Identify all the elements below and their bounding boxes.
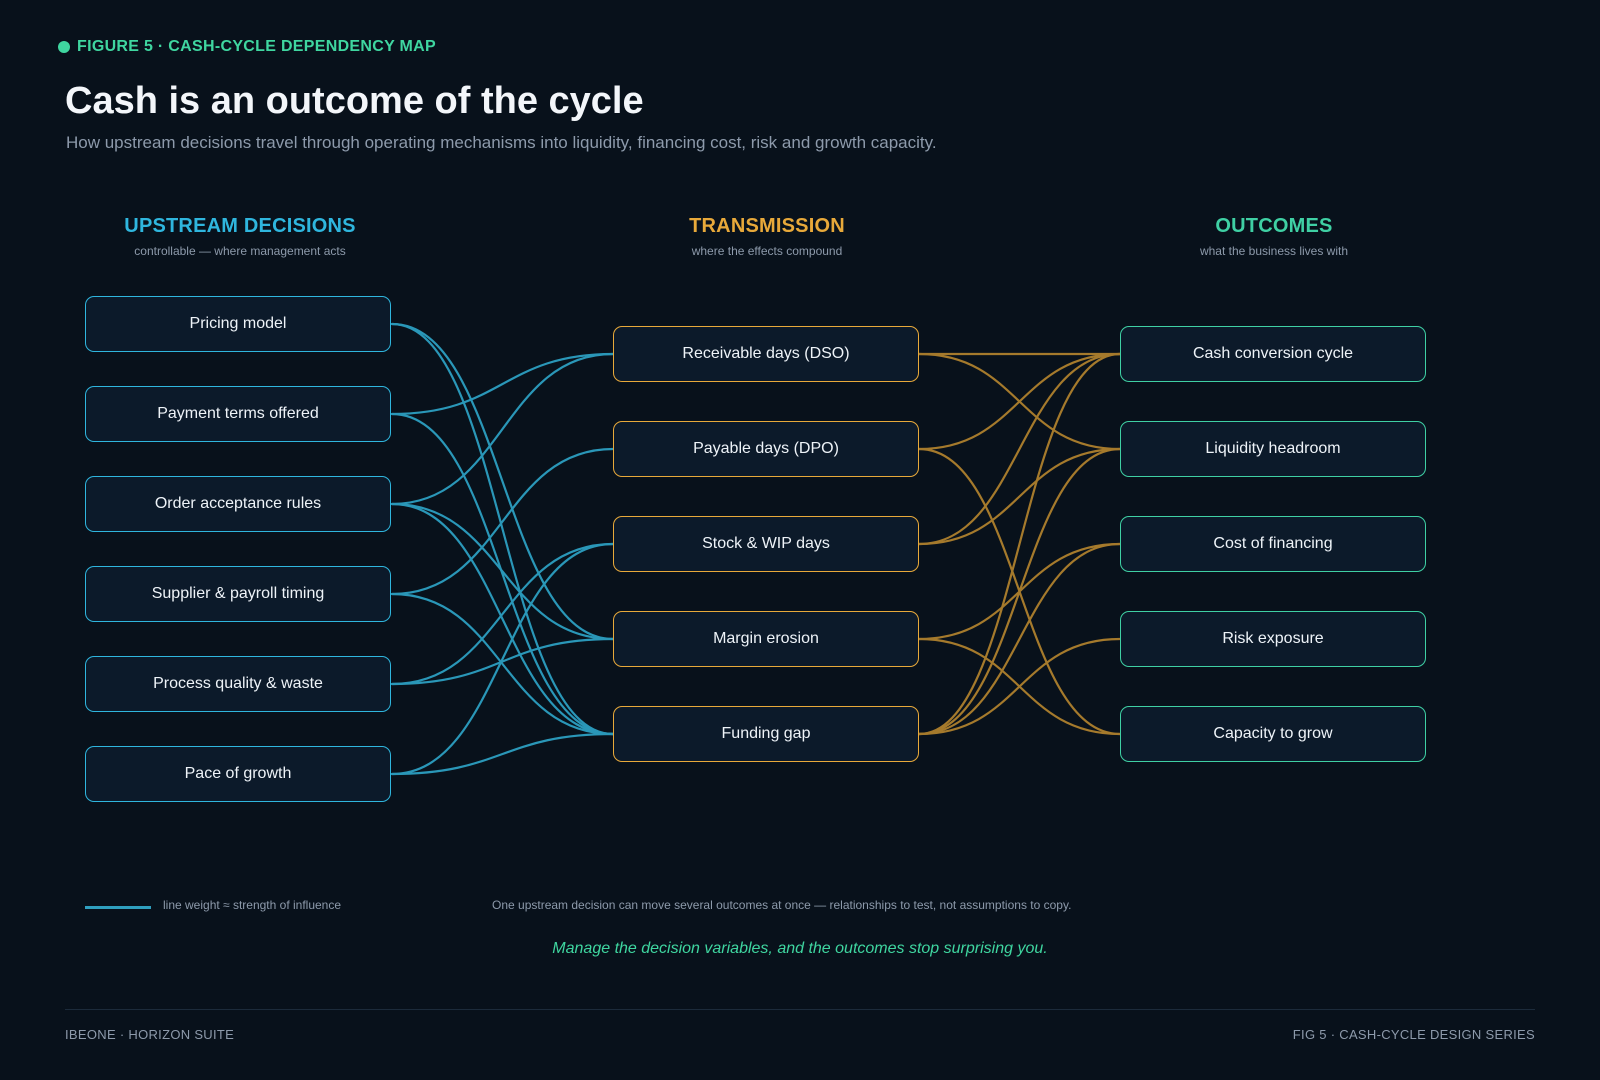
outcome-node-liquidity-headroom[interactable]: Liquidity headroom — [1120, 421, 1426, 477]
link-transmission-2-to-outcome-1 — [917, 447, 1122, 546]
column-caption-outcomes: what the business lives with — [1199, 244, 1349, 258]
outcome-node-capacity-to-grow[interactable]: Capacity to grow — [1120, 706, 1426, 762]
column-header-outcomes: OUTCOMES what the business lives with — [1114, 215, 1434, 258]
link-upstream-2-to-transmission-3 — [390, 502, 615, 641]
footer-left: IBEONE · HORIZON SUITE — [65, 1027, 235, 1042]
link-transmission-2-to-outcome-0 — [917, 352, 1122, 546]
link-transmission-1-to-outcome-0 — [917, 352, 1122, 451]
upstream-node-supplier-payroll[interactable]: Supplier & payroll timing — [85, 566, 391, 622]
link-upstream-3-to-transmission-4 — [390, 592, 615, 736]
outcome-node-cost-of-financing[interactable]: Cost of financing — [1120, 516, 1426, 572]
upstream-node-pricing-model[interactable]: Pricing model — [85, 296, 391, 352]
page-title: Cash is an outcome of the cycle — [65, 80, 644, 122]
page-subtitle: How upstream decisions travel through op… — [66, 133, 937, 152]
link-upstream-0-to-transmission-4 — [390, 322, 615, 736]
column-heading-transmission: TRANSMISSION — [689, 215, 845, 237]
transmission-node-dpo[interactable]: Payable days (DPO) — [613, 421, 919, 477]
upstream-node-process-quality[interactable]: Process quality & waste — [85, 656, 391, 712]
link-upstream-0-to-transmission-3 — [390, 322, 615, 641]
footer-divider — [65, 1009, 1535, 1010]
column-heading-outcomes: OUTCOMES — [1215, 215, 1333, 237]
outcome-node-cash-conversion[interactable]: Cash conversion cycle — [1120, 326, 1426, 382]
outcome-node-risk-exposure[interactable]: Risk exposure — [1120, 611, 1426, 667]
link-upstream-5-to-transmission-4 — [390, 732, 615, 776]
column-caption-upstream: controllable — where management acts — [134, 244, 346, 258]
column-caption-transmission: where the effects compound — [691, 244, 843, 258]
transmission-node-margin-erosion[interactable]: Margin erosion — [613, 611, 919, 667]
column-heading-upstream: UPSTREAM DECISIONS — [124, 215, 356, 237]
transmission-node-stock-wip[interactable]: Stock & WIP days — [613, 516, 919, 572]
footnote: One upstream decision can move several o… — [492, 898, 1072, 912]
upstream-node-pace-of-growth[interactable]: Pace of growth — [85, 746, 391, 802]
transmission-node-funding-gap[interactable]: Funding gap — [613, 706, 919, 762]
column-header-upstream: UPSTREAM DECISIONS controllable — where … — [80, 215, 400, 258]
link-transmission-4-to-outcome-0 — [917, 352, 1122, 736]
legend-label: line weight ≈ strength of influence — [163, 898, 342, 912]
figure-tag: FIGURE 5 · CASH-CYCLE DEPENDENCY MAP — [58, 38, 436, 56]
upstream-node-order-acceptance[interactable]: Order acceptance rules — [85, 476, 391, 532]
link-transmission-4-to-outcome-1 — [917, 447, 1122, 736]
link-upstream-1-to-transmission-0 — [390, 352, 615, 416]
tagline: Manage the decision variables, and the o… — [552, 940, 1048, 957]
link-upstream-2-to-transmission-4 — [390, 502, 615, 736]
upstream-node-payment-terms[interactable]: Payment terms offered — [85, 386, 391, 442]
link-upstream-4-to-transmission-2 — [390, 542, 615, 686]
link-upstream-1-to-transmission-4 — [390, 412, 615, 736]
link-transmission-4-to-outcome-2 — [917, 542, 1122, 736]
link-transmission-4-to-outcome-3 — [917, 637, 1122, 736]
link-upstream-3-to-transmission-1 — [390, 447, 615, 596]
link-upstream-2-to-transmission-0 — [390, 352, 615, 506]
link-upstream-5-to-transmission-2 — [390, 542, 615, 776]
figure-tag-label: FIGURE 5 · CASH-CYCLE DEPENDENCY MAP — [77, 38, 436, 55]
legend-line-sample — [85, 906, 151, 909]
transmission-node-dso[interactable]: Receivable days (DSO) — [613, 326, 919, 382]
footer-right: FIG 5 · CASH-CYCLE DESIGN SERIES — [1292, 1027, 1535, 1042]
figure-dot-icon — [58, 41, 70, 53]
column-header-transmission: TRANSMISSION where the effects compound — [607, 215, 927, 258]
